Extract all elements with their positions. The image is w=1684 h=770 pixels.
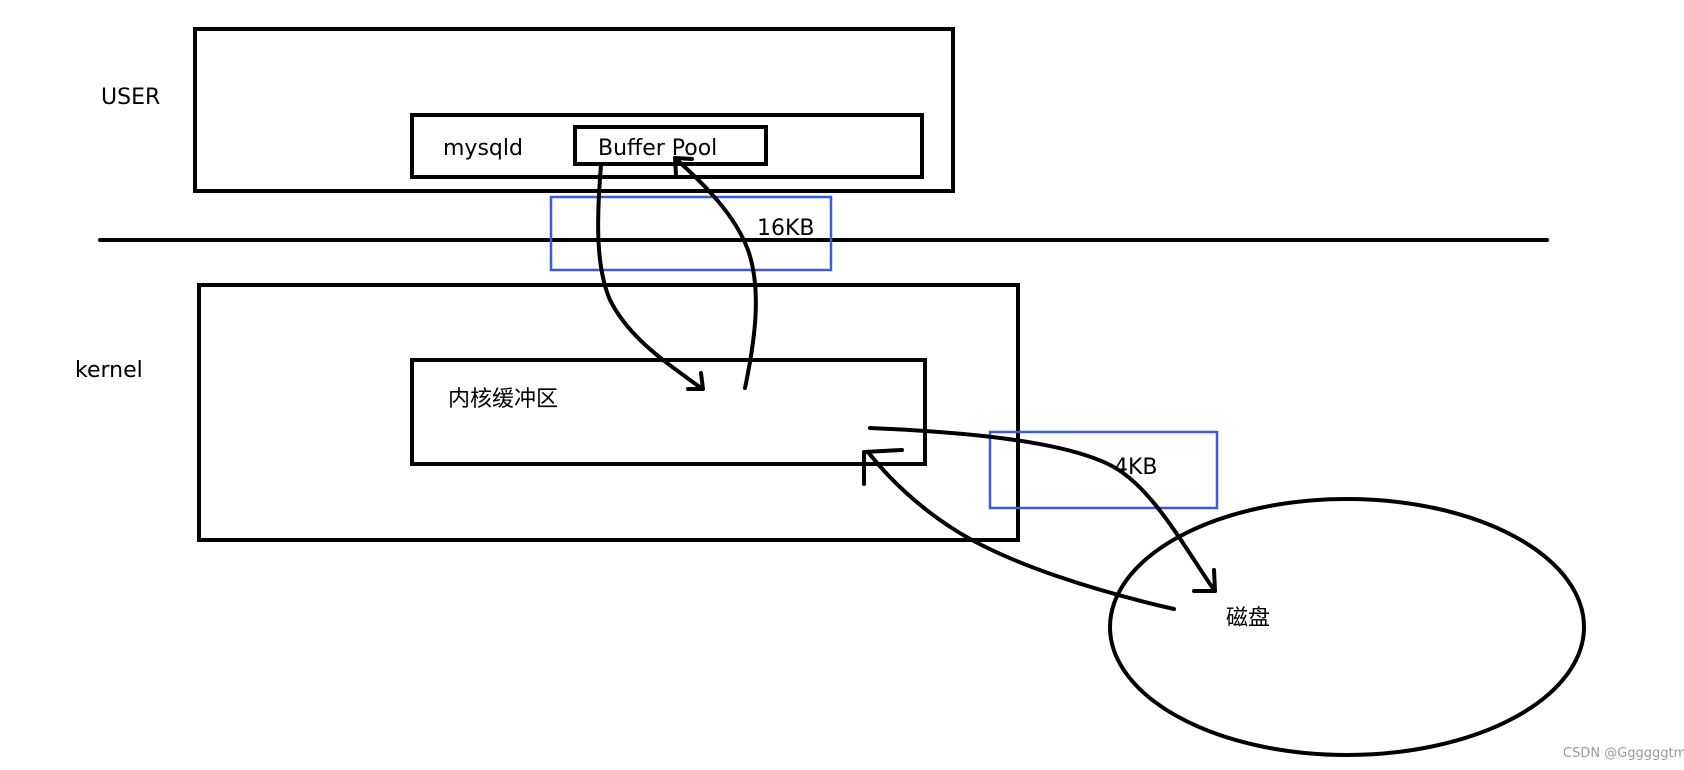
kernel-space-label: kernel	[75, 358, 143, 383]
user-space-label: USER	[101, 85, 160, 110]
transfer-16kb-box	[549, 195, 833, 272]
buffer-pool-box	[573, 125, 768, 166]
kernel-space-box	[197, 283, 1020, 542]
arrow-bufferpool-to-kernel	[596, 163, 703, 390]
kernel-buffer-box	[410, 358, 927, 466]
disk-label: 磁盘	[1226, 606, 1270, 631]
arrow-kernel-to-disk-head	[1192, 568, 1217, 593]
csdn-watermark: CSDN @Ggggggtm	[1563, 746, 1684, 761]
buffer-pool-label: Buffer Pool	[598, 136, 717, 161]
arrow-kernel-to-bufferpool	[673, 156, 758, 390]
mysqld-box	[410, 113, 924, 179]
user-space-box	[193, 27, 955, 193]
transfer-4kb-box	[988, 430, 1219, 510]
arrow-disk-to-kernel	[866, 450, 1176, 611]
disk-ellipse	[1108, 497, 1586, 757]
arrow-disk-to-kernel-head	[862, 448, 904, 486]
transfer-16kb-label: 16KB	[757, 216, 815, 241]
mysqld-label: mysqld	[443, 136, 523, 161]
arrow-bufferpool-to-kernel-head	[686, 371, 705, 391]
transfer-4kb-label: 4KB	[1114, 455, 1158, 480]
arrow-kernel-to-bufferpool-head	[673, 156, 694, 177]
arrow-kernel-to-disk	[868, 426, 1216, 592]
kernel-buffer-label: 内核缓冲区	[448, 387, 558, 412]
